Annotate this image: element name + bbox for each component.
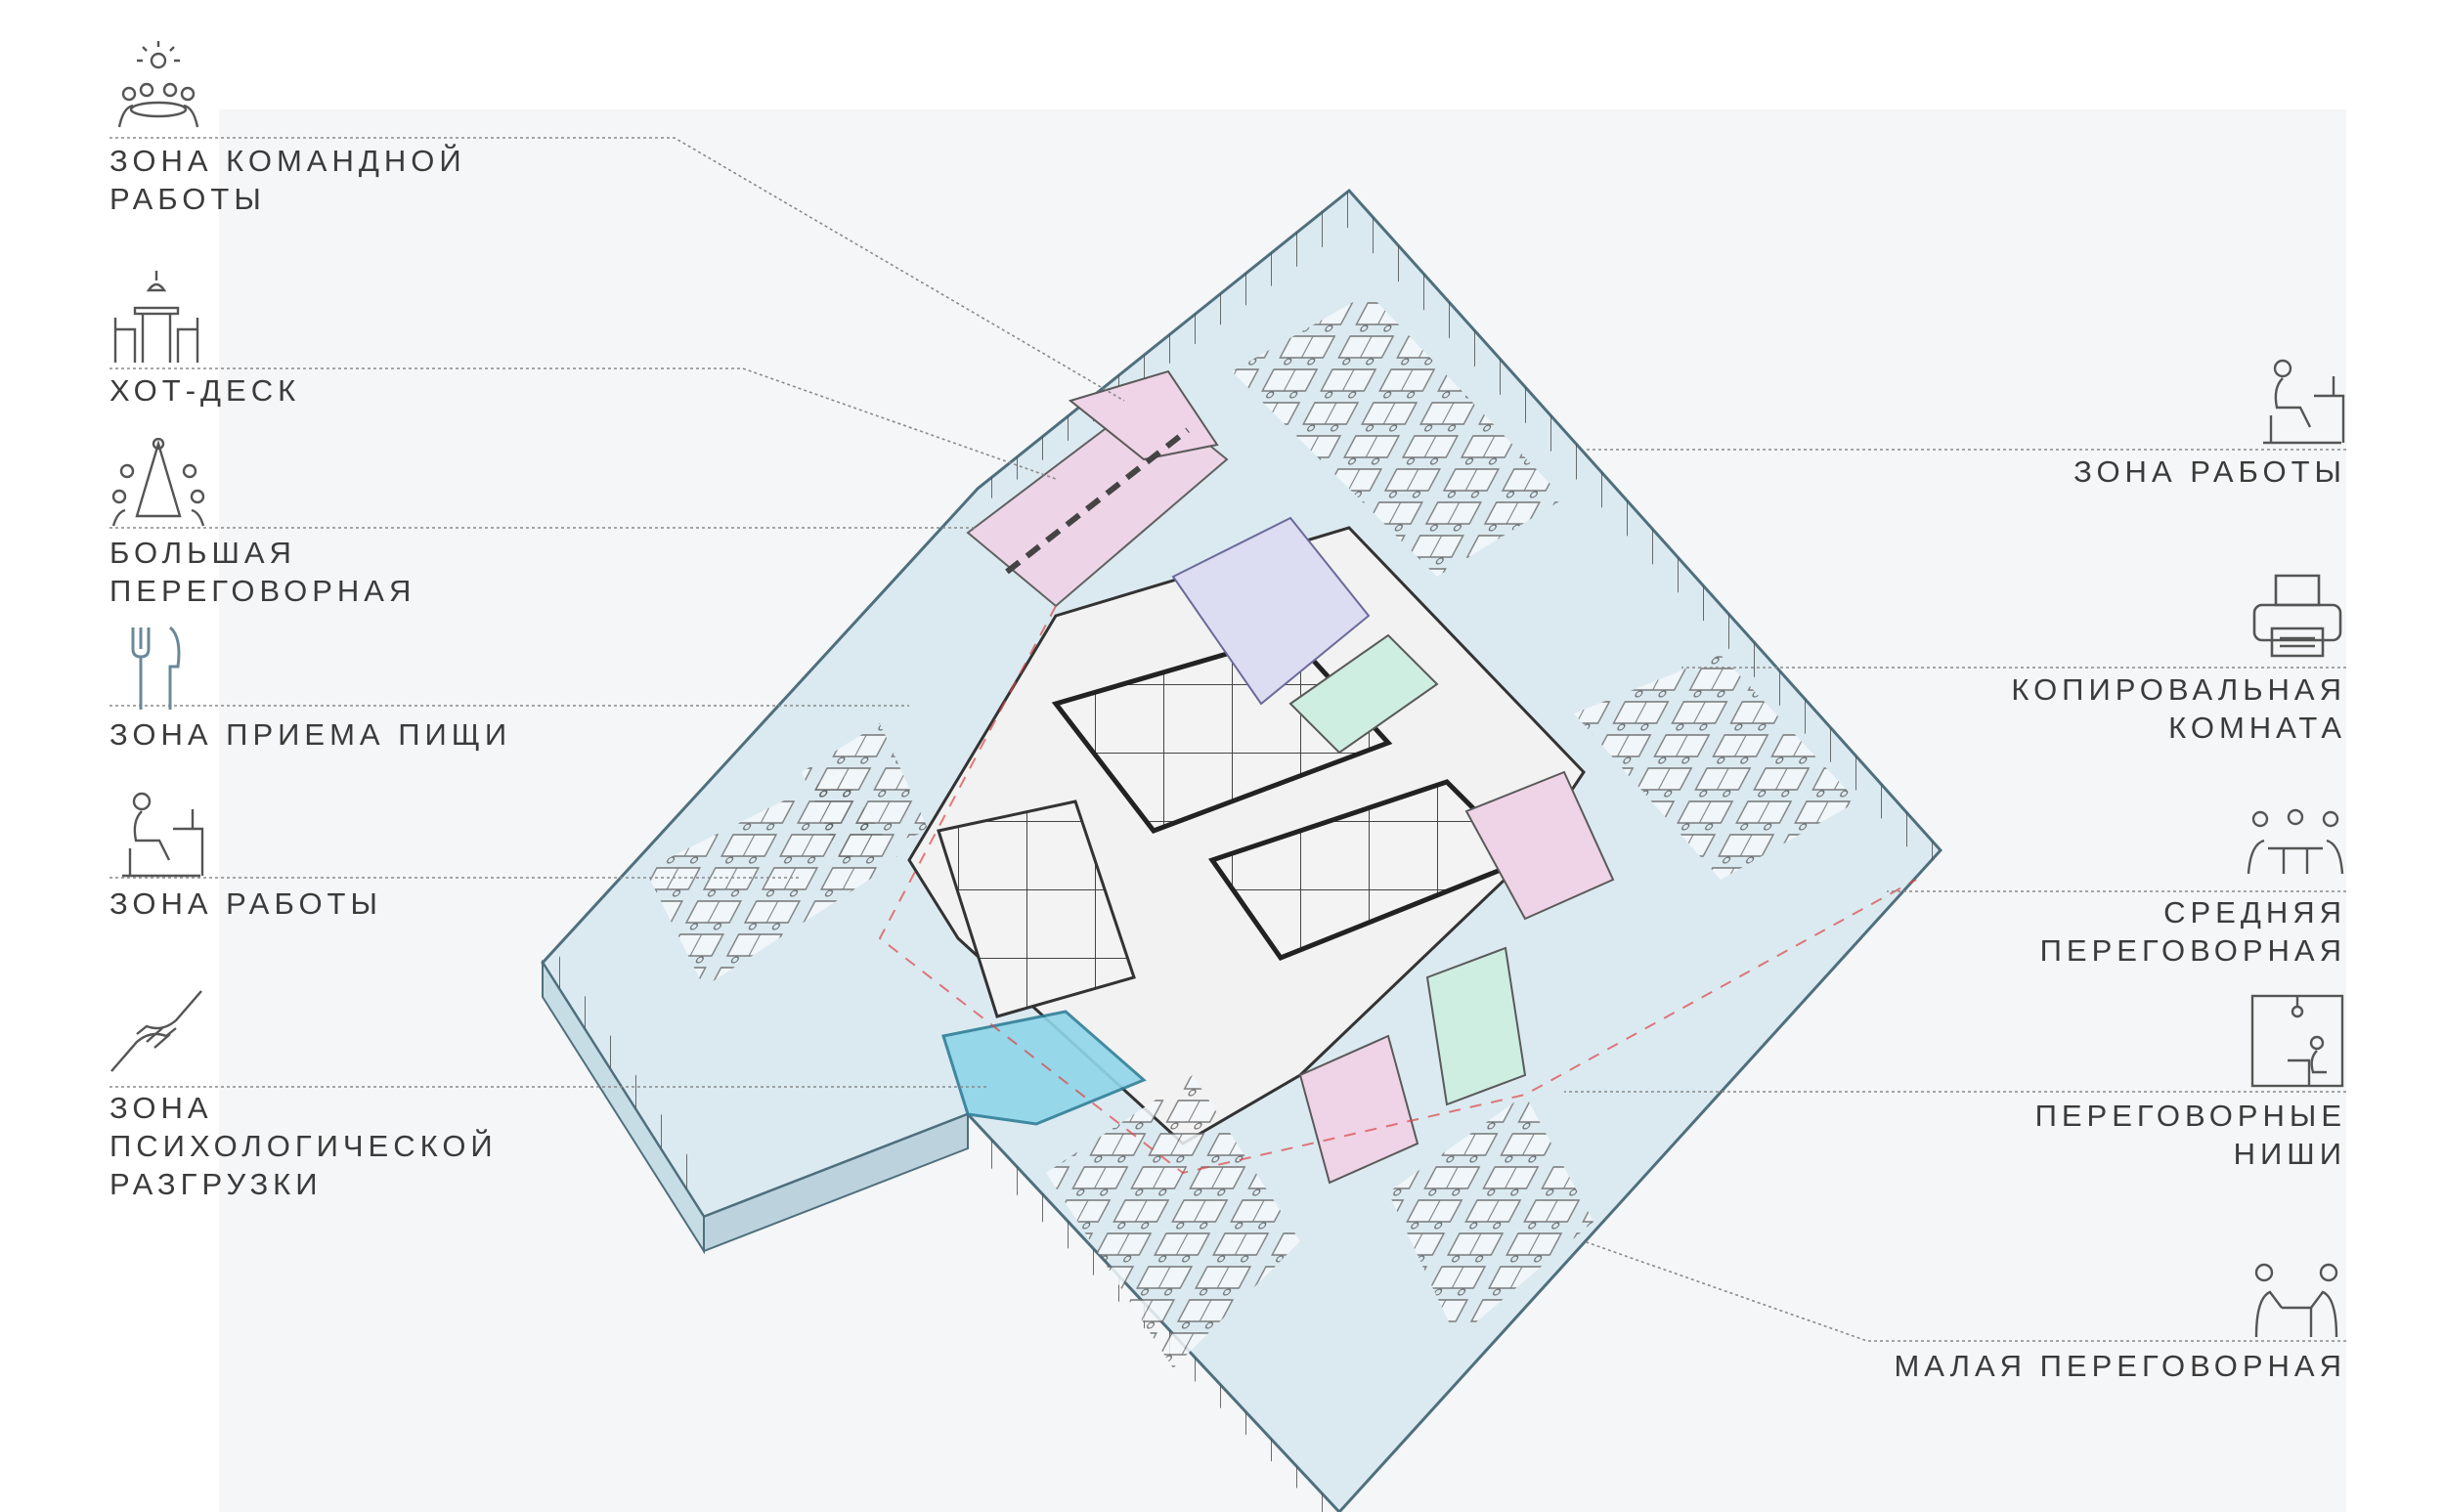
- team-work-icon: [108, 39, 210, 137]
- legend-item-niches: ПЕРЕГОВОРНЫЕ НИШИ: [2035, 1097, 2346, 1173]
- legend-item-hot-desk: ХОТ-ДЕСК: [109, 371, 300, 410]
- large-meeting-icon: [108, 438, 210, 528]
- legend-label-line: ЗОНА ПРИЕМА ПИЩИ: [109, 717, 512, 752]
- legend-label-line: БОЛЬШАЯ: [109, 536, 296, 570]
- medium-meeting-icon: [2245, 807, 2346, 876]
- hands-icon: [108, 987, 205, 1075]
- legend-label-line: ЗОНА РАБОТЫ: [109, 886, 382, 921]
- legend-label-line: РАБОТЫ: [109, 182, 266, 216]
- legend-label-line: РАЗГРУЗКИ: [109, 1167, 323, 1201]
- legend-label-line: ЗОНА: [109, 1091, 213, 1125]
- printer-icon: [2248, 572, 2346, 660]
- copy-room-zone-2: [1425, 946, 1527, 1106]
- legend-item-work-left: ЗОНА РАБОТЫ: [109, 885, 382, 923]
- legend-label-line: СРЕДНЯЯ: [2163, 895, 2346, 929]
- legend-item-work-right: ЗОНА РАБОТЫ: [2073, 453, 2346, 491]
- fork-knife-icon: [127, 626, 186, 712]
- legend-item-copy: КОПИРОВАЛЬНАЯ КОМНАТА: [2011, 670, 2346, 747]
- meeting-niche-icon: [2248, 992, 2346, 1090]
- legend-label-line: ПСИХОЛОГИЧЕСКОЙ: [109, 1129, 498, 1163]
- legend-label-line: МАЛАЯ ПЕРЕГОВОРНАЯ: [1894, 1349, 2346, 1383]
- legend-item-medium-meeting: СРЕДНЯЯ ПЕРЕГОВОРНАЯ: [2040, 893, 2346, 970]
- legend-label-line: КОПИРОВАЛЬНАЯ: [2011, 672, 2346, 707]
- legend-item-large-meeting: БОЛЬШАЯ ПЕРЕГОВОРНАЯ: [109, 534, 415, 610]
- dining-zone: [1171, 516, 1371, 706]
- legend-label-line: ПЕРЕГОВОРНЫЕ: [2034, 1099, 2346, 1133]
- legend-label-line: ЗОНА КОМАНДНОЙ: [109, 144, 466, 178]
- relax-zone: [941, 1010, 1147, 1126]
- desk-clusters: [645, 293, 1857, 1368]
- legend-item-small-meeting: МАЛАЯ ПЕРЕГОВОРНАЯ: [1894, 1347, 2346, 1385]
- workstation-icon: [2253, 357, 2346, 445]
- copy-room-zone: [1288, 633, 1439, 755]
- evacuation-line: [878, 605, 1917, 1175]
- legend-item-team-work: ЗОНА КОМАНДНОЙ РАБОТЫ: [109, 142, 466, 218]
- legend-item-relax: ЗОНА ПСИХОЛОГИЧЕСКОЙ РАЗГРУЗКИ: [109, 1089, 498, 1203]
- legend-item-dining: ЗОНА ПРИЕМА ПИЩИ: [109, 715, 511, 754]
- small-meeting-icon: [2247, 1261, 2346, 1339]
- workstation-icon: [112, 790, 205, 878]
- legend-label-line: ПЕРЕГОВОРНАЯ: [109, 574, 416, 608]
- legend-label-line: ПЕРЕГОВОРНАЯ: [2039, 933, 2346, 968]
- leader-lines: [109, 137, 2346, 1342]
- hot-desk-icon: [108, 269, 205, 367]
- legend-label-line: НИШИ: [2233, 1137, 2346, 1171]
- meeting-zones: [966, 369, 1615, 1185]
- legend-label-line: ЗОНА РАБОТЫ: [2073, 454, 2346, 489]
- legend-label-line: ХОТ-ДЕСК: [109, 373, 301, 408]
- legend-label-line: КОМНАТА: [2168, 711, 2346, 745]
